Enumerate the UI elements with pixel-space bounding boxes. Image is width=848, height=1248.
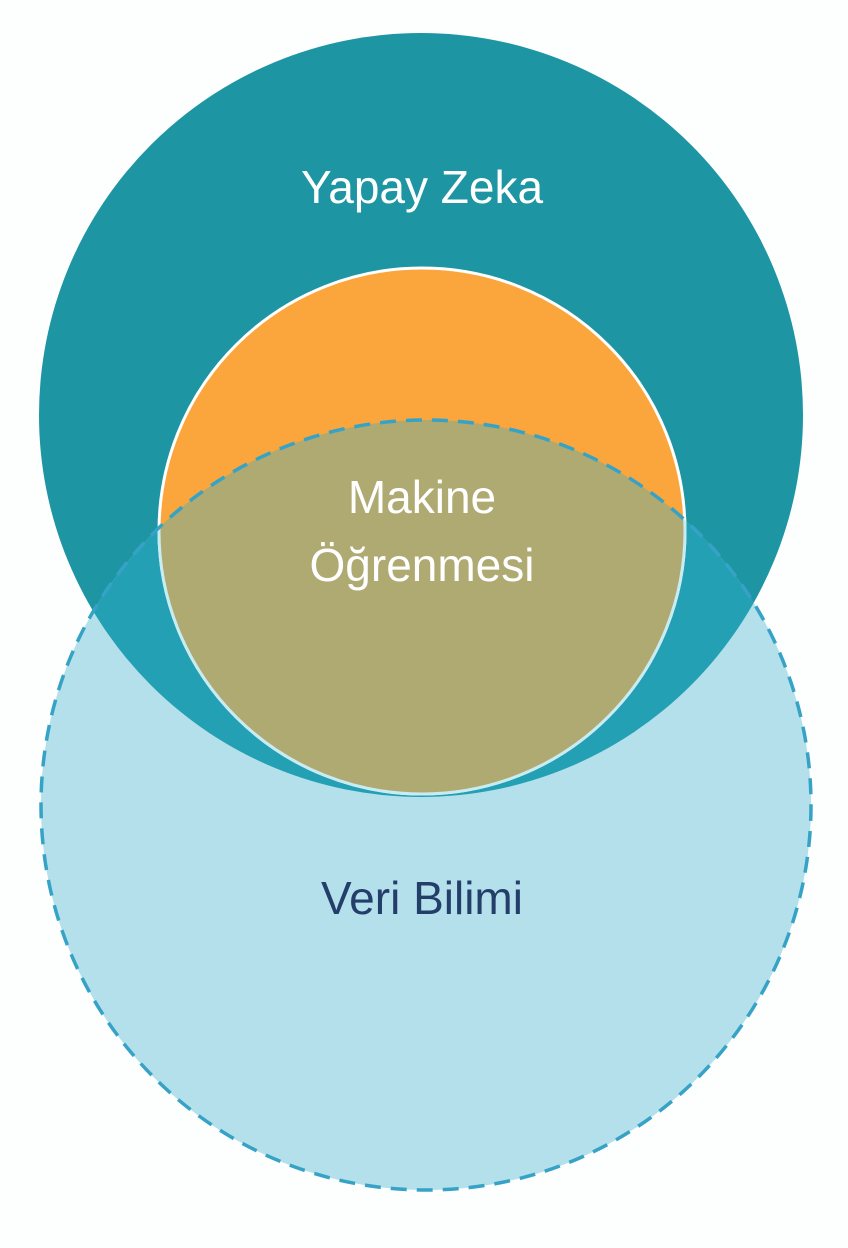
label-yapay-zeka: Yapay Zeka <box>300 161 544 213</box>
label-makine-line1: Makine <box>347 471 497 523</box>
label-makine-line2: Öğrenmesi <box>309 539 535 591</box>
label-veri-bilimi: Veri Bilimi <box>321 872 523 924</box>
overlap-ml-ds <box>157 420 687 796</box>
dashed-border-veri-bilimi <box>39 418 813 1192</box>
